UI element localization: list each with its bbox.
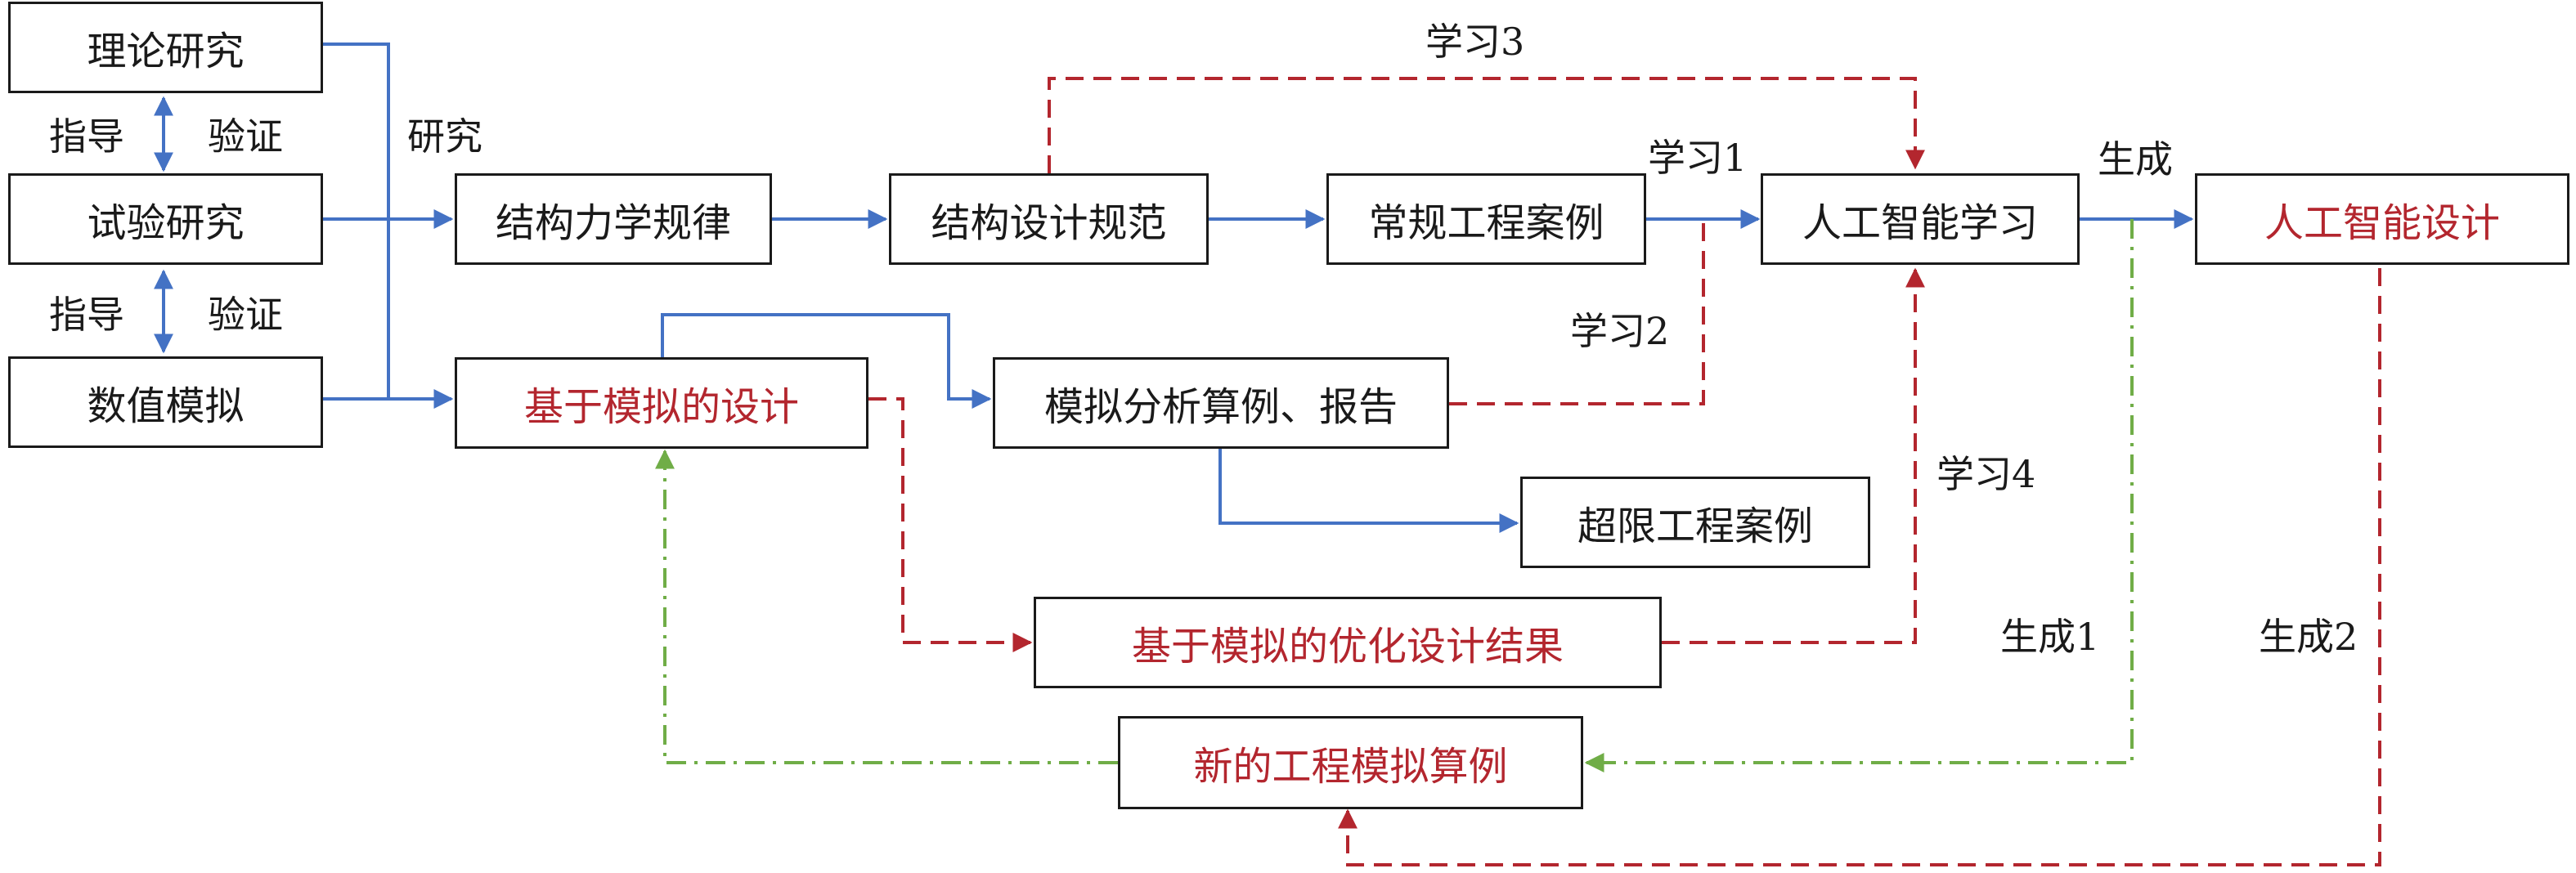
node-experiment-research: 试验研究 — [8, 173, 323, 265]
label-research: 研究 — [407, 114, 482, 159]
arrow-generate-2 — [1338, 268, 2381, 866]
label-generate-1: 生成1 — [2000, 615, 2100, 659]
arrow-learn-4 — [1662, 267, 1925, 644]
label-learn-4: 学习4 — [1936, 452, 2036, 496]
node-new-sim-cases: 新的工程模拟算例 — [1118, 716, 1583, 809]
label-learn-3: 学习3 — [1425, 20, 1525, 64]
node-over-limit-cases: 超限工程案例 — [1520, 477, 1870, 568]
arrow-learn-3 — [1048, 77, 1925, 173]
label-verify-2: 验证 — [208, 293, 283, 337]
arrow-sim-design-to-analysis — [661, 313, 992, 409]
label-learn-1: 学习1 — [1648, 136, 1748, 180]
label-verify-1: 验证 — [208, 114, 283, 159]
node-design-spec: 结构设计规范 — [889, 173, 1209, 265]
label-generate: 生成 — [2098, 137, 2173, 181]
arrow-analysis-to-over-limit — [1218, 446, 1519, 533]
node-optimized-result: 基于模拟的优化设计结果 — [1034, 597, 1662, 688]
arrow-learn-2 — [1449, 219, 1705, 405]
label-guide-1: 指导 — [49, 114, 124, 159]
node-simulation-design: 基于模拟的设计 — [455, 357, 868, 449]
arrow-generate-1 — [1584, 219, 2134, 772]
node-simulation-analysis: 模拟分析算例、报告 — [993, 357, 1449, 449]
arrow-numerical-to-sim-design — [323, 219, 390, 401]
label-learn-2: 学习2 — [1570, 309, 1670, 353]
node-ai-design: 人工智能设计 — [2195, 173, 2569, 265]
node-ai-learning: 人工智能学习 — [1761, 173, 2080, 265]
arrow-sim-design-to-optimized — [868, 397, 1033, 652]
label-guide-2: 指导 — [49, 293, 124, 337]
node-numerical-simulation: 数值模拟 — [8, 356, 323, 448]
node-regular-cases: 常规工程案例 — [1326, 173, 1646, 265]
node-structural-mechanics: 结构力学规律 — [455, 173, 772, 265]
label-generate-2: 生成2 — [2259, 615, 2358, 659]
node-theory-research: 理论研究 — [8, 2, 323, 93]
